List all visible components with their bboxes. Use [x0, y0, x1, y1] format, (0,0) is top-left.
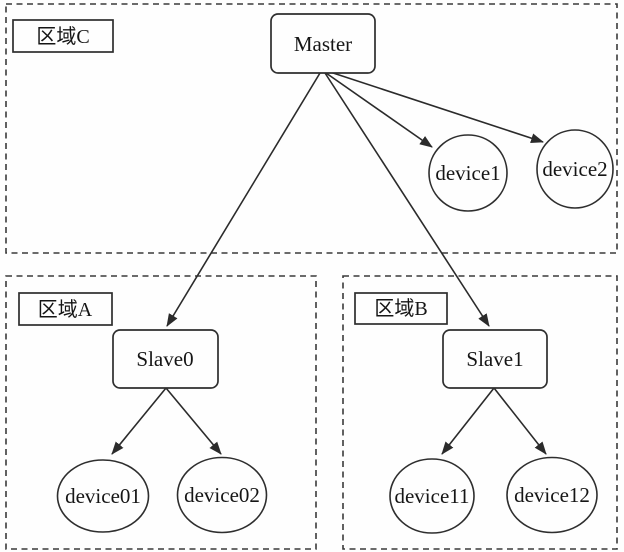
node-master-label: Master	[294, 32, 352, 56]
node-slave0-label: Slave0	[136, 347, 193, 371]
node-device12: device12	[506, 456, 598, 534]
node-device2-shape	[536, 129, 614, 209]
region-b-frame	[342, 275, 618, 550]
edge-slave0-device02	[165, 387, 222, 455]
node-device11-label: device11	[394, 484, 469, 508]
node-device1-shape	[428, 134, 508, 212]
edge-slave0-device01	[111, 387, 167, 455]
node-device12-label: device12	[514, 483, 590, 507]
region-b-label-border	[354, 292, 448, 325]
node-device2-label: device2	[542, 157, 607, 181]
node-device02-label: device02	[184, 483, 260, 507]
node-device01-label: device01	[65, 484, 141, 508]
edge-slave1-device12	[493, 387, 547, 455]
node-slave0-shape	[112, 329, 219, 389]
edge-master-device1	[325, 72, 433, 148]
node-device2: device2	[536, 129, 614, 209]
node-slave1-shape	[442, 329, 548, 389]
node-device12-shape	[506, 456, 598, 534]
node-device1-label: device1	[435, 161, 500, 185]
node-slave0: Slave0	[112, 329, 219, 389]
region-b-label-box: 区域B	[354, 292, 448, 325]
region-b-label: 区域B	[374, 297, 427, 320]
region-a-frame	[5, 275, 317, 550]
node-device01: device01	[56, 459, 150, 533]
region-c-label-border	[12, 19, 114, 53]
node-device02-shape	[176, 456, 268, 534]
region-c-frame	[5, 3, 618, 254]
edges	[111, 70, 547, 455]
node-device02: device02	[176, 456, 268, 534]
node-device11-shape	[389, 458, 475, 534]
region-a-label-box: 区域A	[18, 292, 113, 326]
edge-master-slave0	[166, 72, 321, 327]
region-a-label: 区域A	[38, 298, 93, 321]
node-master-shape	[270, 13, 376, 74]
region-c-label: 区域C	[36, 25, 89, 48]
region-c-label-box: 区域C	[12, 19, 114, 53]
edge-master-device2	[326, 70, 544, 144]
node-device01-shape	[56, 459, 150, 533]
region-a-label-border	[18, 292, 113, 326]
node-master: Master	[270, 13, 376, 74]
node-slave1-label: Slave1	[466, 347, 523, 371]
node-slave1: Slave1	[442, 329, 548, 389]
edge-master-slave1	[324, 72, 490, 327]
node-device1: device1	[428, 134, 508, 212]
node-device11: device11	[389, 458, 475, 534]
edge-slave1-device11	[441, 387, 495, 455]
